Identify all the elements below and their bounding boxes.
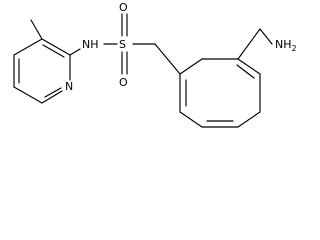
bond-benz-d xyxy=(237,111,261,128)
amine-subscript: 2 xyxy=(292,44,297,53)
bond-ring-f xyxy=(41,38,71,56)
nh-label: NH xyxy=(82,38,99,51)
sulfur-label: S xyxy=(119,38,126,51)
bond-ring-inner-2 xyxy=(44,87,62,98)
structure-canvas: NH S O O N NH2 xyxy=(13,1,297,128)
bond-ring-c xyxy=(13,86,43,104)
bond-ch2-ring xyxy=(154,43,181,75)
bond-benz-b xyxy=(179,111,203,128)
bond-methyl xyxy=(30,19,43,40)
bond-ch2-nh2 xyxy=(259,28,273,45)
bond-benz-h xyxy=(179,58,203,75)
molecule-diagram: NH S O O N NH2 xyxy=(13,1,297,128)
oxygen-top-label: O xyxy=(119,1,128,14)
bond-ring-nh xyxy=(69,48,81,56)
bond-ring-inner-3 xyxy=(42,44,65,58)
bond-benz-inner-3 xyxy=(236,64,255,79)
pyridine-n-label: N xyxy=(65,80,73,93)
amine-label: NH2 xyxy=(275,38,297,53)
amine-nh-text: NH xyxy=(275,38,292,51)
bond-ring-ch2-b xyxy=(237,28,261,60)
bonds xyxy=(13,13,273,128)
atom-labels: NH S O O N NH2 xyxy=(65,1,297,93)
bond-ring-d xyxy=(41,90,63,104)
oxygen-bottom-label: O xyxy=(119,76,128,89)
bond-benz-f xyxy=(237,58,261,75)
bond-ring-a xyxy=(13,38,43,56)
